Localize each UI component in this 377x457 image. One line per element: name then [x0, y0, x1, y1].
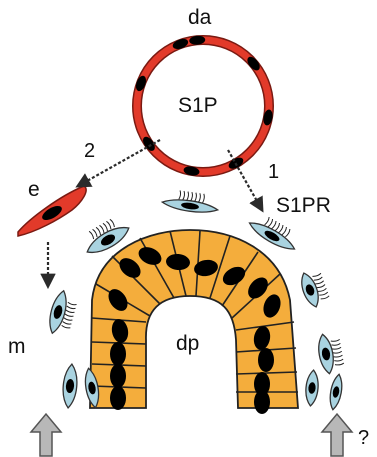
inflow-arrow-right — [322, 414, 352, 456]
label-path-2: 2 — [84, 140, 95, 162]
mural-cell — [46, 289, 79, 337]
mural-cell — [316, 332, 345, 375]
cell-nucleus — [254, 390, 270, 414]
dermomyotome — [90, 230, 298, 414]
label-path-1: 1 — [268, 161, 279, 183]
mural-cell — [304, 370, 319, 407]
label-da: da — [188, 6, 212, 29]
label-s1pr: S1PR — [276, 194, 331, 217]
cell-nucleus — [110, 364, 126, 388]
mural-cell — [298, 268, 332, 310]
cell-nucleus — [110, 342, 126, 366]
mural-cell — [328, 373, 345, 410]
cell-nucleus — [110, 386, 126, 410]
cell-nucleus — [258, 348, 274, 372]
label-m: m — [8, 335, 26, 358]
label-question: ? — [358, 427, 369, 449]
label-e: e — [28, 178, 40, 201]
mural-cell — [162, 188, 220, 215]
mural-cells — [46, 188, 345, 410]
label-dp: dp — [176, 332, 199, 355]
inflow-arrow-left — [31, 414, 61, 456]
label-s1p: S1P — [178, 94, 218, 117]
mural-cell — [61, 363, 78, 408]
